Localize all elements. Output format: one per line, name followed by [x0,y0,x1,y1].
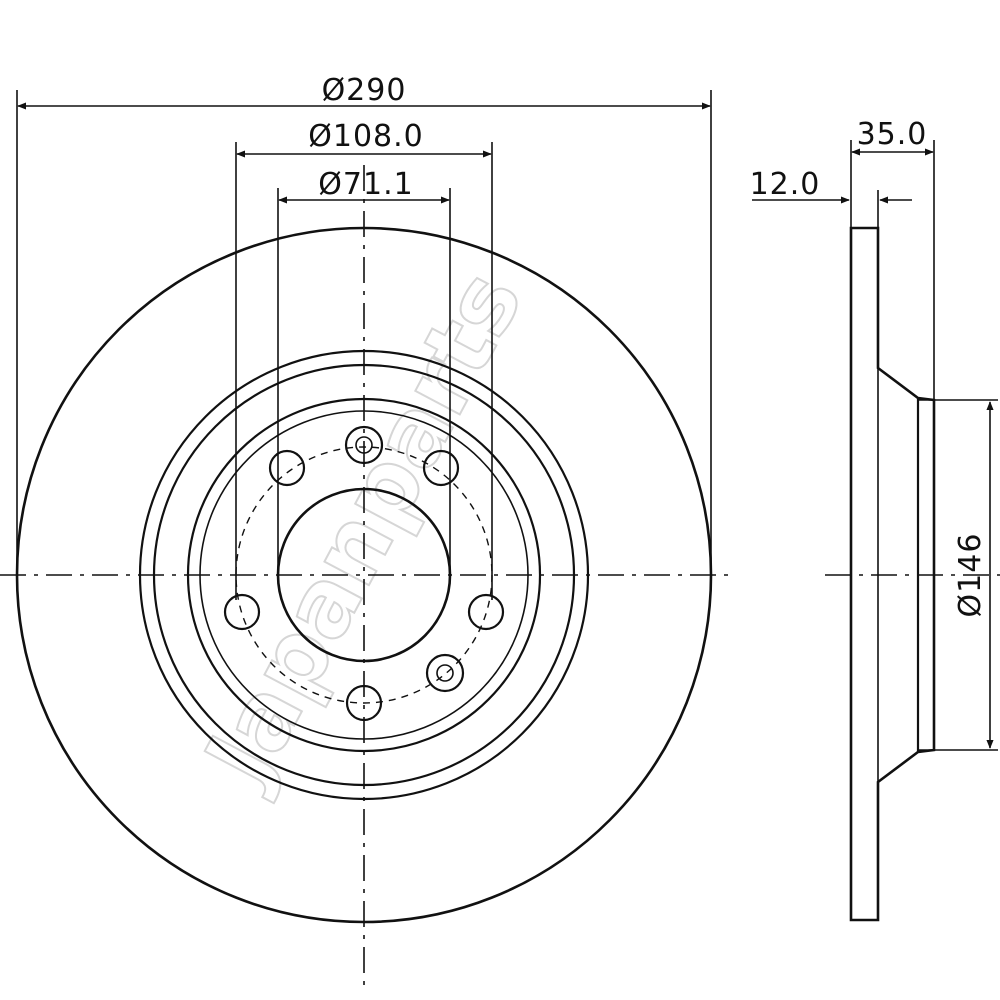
bolt-circle-diameter-label: Ø108.0 [308,119,424,154]
disc-thickness-label: 12.0 [750,167,821,202]
hat-face-edge [186,397,542,753]
bolt-hole [467,593,505,631]
screw-hole-inner [436,664,454,682]
hub-face-edge [199,410,529,740]
bolt-hole [268,449,306,487]
total-height-label: 35.0 [857,117,928,152]
disc-side-view [849,226,936,922]
side-dimensions [752,140,998,751]
center-lines [0,165,1000,990]
outer-diameter-label: Ø290 [322,73,407,108]
diameter-dimensions [16,90,712,600]
hat-outer-edge [152,363,576,787]
screw-hole [344,425,384,465]
bolt-hole [422,449,460,487]
screw-hole-inner [355,436,373,454]
screw-hole [425,653,465,693]
bolt-hole [345,684,383,722]
hub-diameter-label: Ø146 [953,533,988,618]
bolt-hole [223,593,261,631]
center-bore-diameter-label: Ø71.1 [318,167,413,202]
friction-ring-inner-edge [138,349,590,801]
